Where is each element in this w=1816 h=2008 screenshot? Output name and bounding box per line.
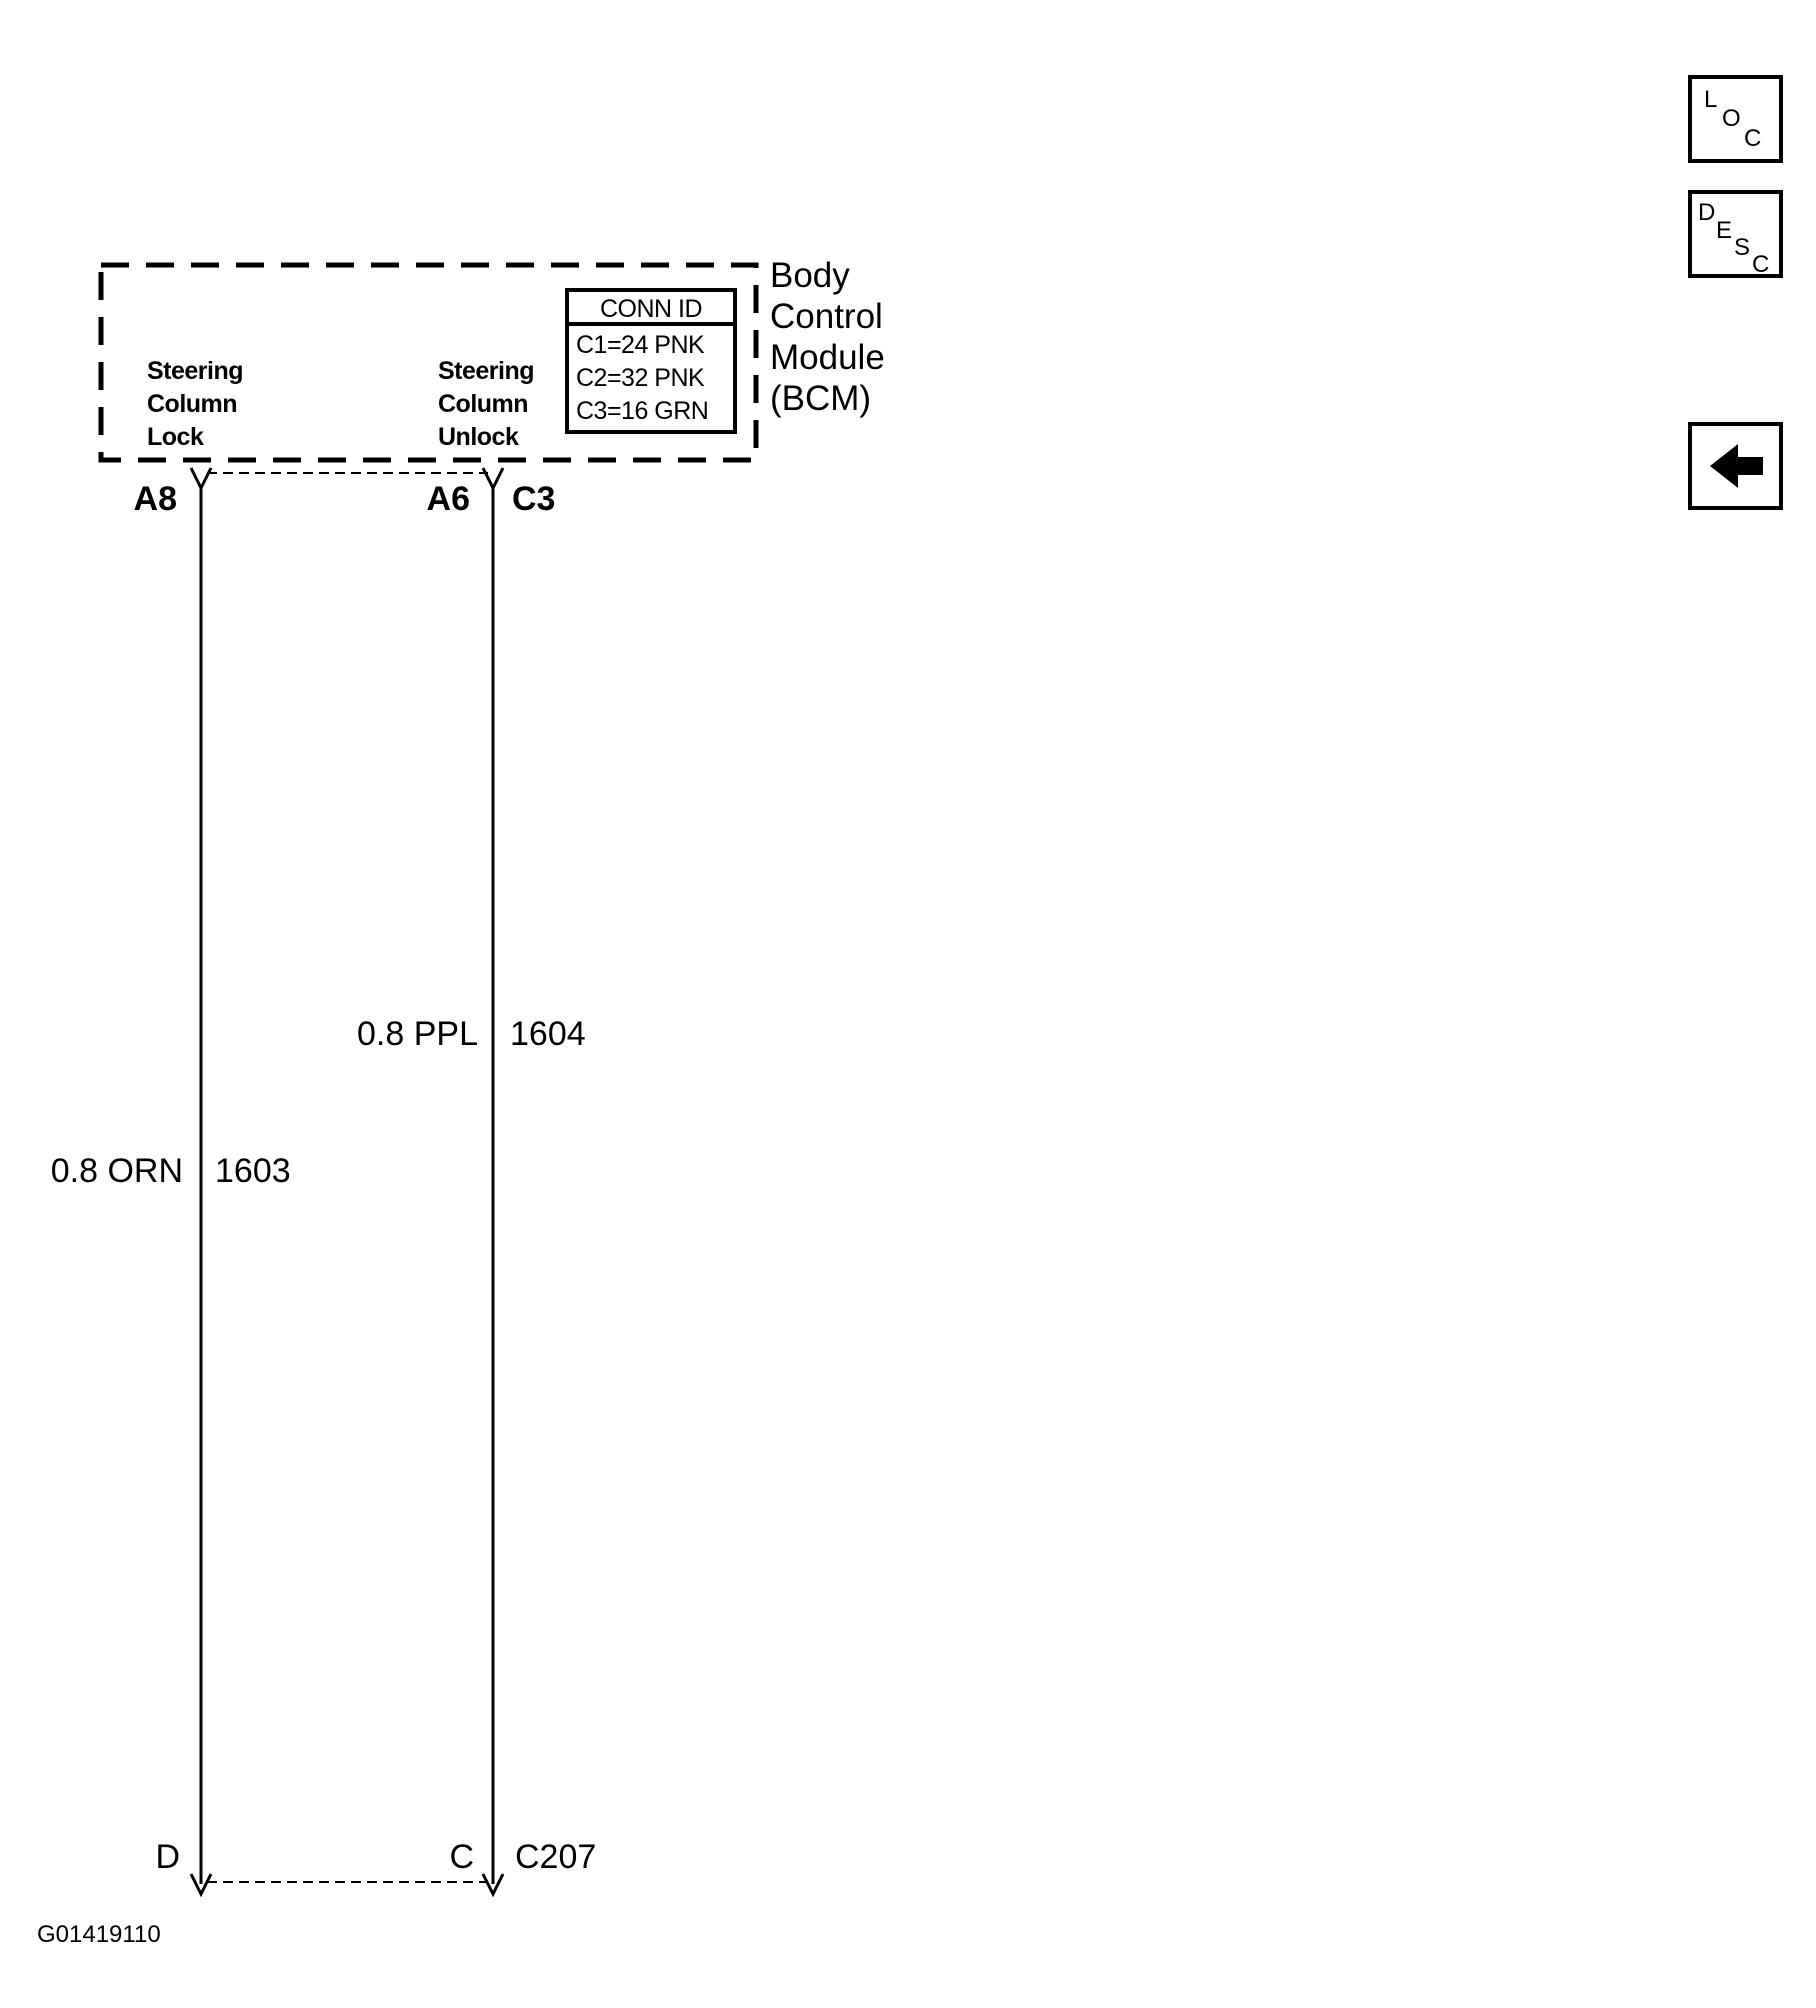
left-arrow-icon bbox=[1710, 444, 1763, 488]
desc-letter: S bbox=[1734, 234, 1750, 261]
loc-letter: C bbox=[1744, 125, 1761, 152]
figure-id: G01419110 bbox=[37, 1921, 161, 1948]
loc-letter: L bbox=[1704, 86, 1717, 113]
conn-id-row: C3=16 GRN bbox=[576, 397, 708, 425]
circuit-number-unlock: 1604 bbox=[510, 1015, 586, 1053]
desc-button-frame bbox=[1688, 190, 1783, 278]
connector-pin-a8-symbol bbox=[189, 467, 213, 492]
pin-label-c: C bbox=[449, 1838, 474, 1876]
module-name-line-2: Control bbox=[770, 297, 883, 336]
conn-id-table: CONN ID C1=24 PNK C2=32 PNK C3=16 GRN bbox=[565, 288, 737, 434]
wire-color-unlock: 0.8 PPL bbox=[357, 1015, 478, 1053]
circuit-number-lock: 1603 bbox=[215, 1152, 291, 1190]
pin-label-a8: A8 bbox=[134, 480, 177, 518]
connector-label-c3: C3 bbox=[512, 480, 555, 518]
connector-pin-a6-symbol bbox=[481, 467, 505, 492]
connector-pin-d-symbol bbox=[189, 1873, 213, 1898]
loc-letter: O bbox=[1722, 105, 1741, 132]
loc-button-frame bbox=[1688, 75, 1783, 163]
conn-id-row: C1=24 PNK bbox=[576, 331, 705, 359]
desc-letter: E bbox=[1716, 217, 1732, 244]
function-label-lock: Steering Column Lock bbox=[147, 357, 249, 451]
desc-letter: C bbox=[1752, 251, 1769, 278]
pin-label-d: D bbox=[155, 1838, 180, 1876]
connector-pin-c-symbol bbox=[481, 1873, 505, 1898]
connector-label-c207: C207 bbox=[515, 1838, 596, 1876]
function-label-unlock: Steering Column Unlock bbox=[438, 357, 540, 451]
module-name-line-1: Body bbox=[770, 256, 850, 295]
conn-id-frame bbox=[565, 288, 737, 434]
conn-id-row: C2=32 PNK bbox=[576, 364, 705, 392]
loc-button[interactable]: L O C bbox=[1688, 75, 1783, 163]
module-name: Body Control Module (BCM) bbox=[770, 256, 895, 418]
module-name-line-3: Module bbox=[770, 338, 885, 377]
conn-id-header: CONN ID bbox=[600, 295, 702, 323]
desc-letter: D bbox=[1698, 199, 1715, 226]
pin-label-a6: A6 bbox=[427, 480, 470, 518]
back-button[interactable] bbox=[1688, 422, 1783, 510]
wire-color-lock: 0.8 ORN bbox=[51, 1152, 183, 1190]
bcm-module-outline bbox=[98, 262, 759, 463]
module-name-line-4: (BCM) bbox=[770, 379, 871, 418]
desc-button[interactable]: D E S C bbox=[1688, 190, 1783, 278]
